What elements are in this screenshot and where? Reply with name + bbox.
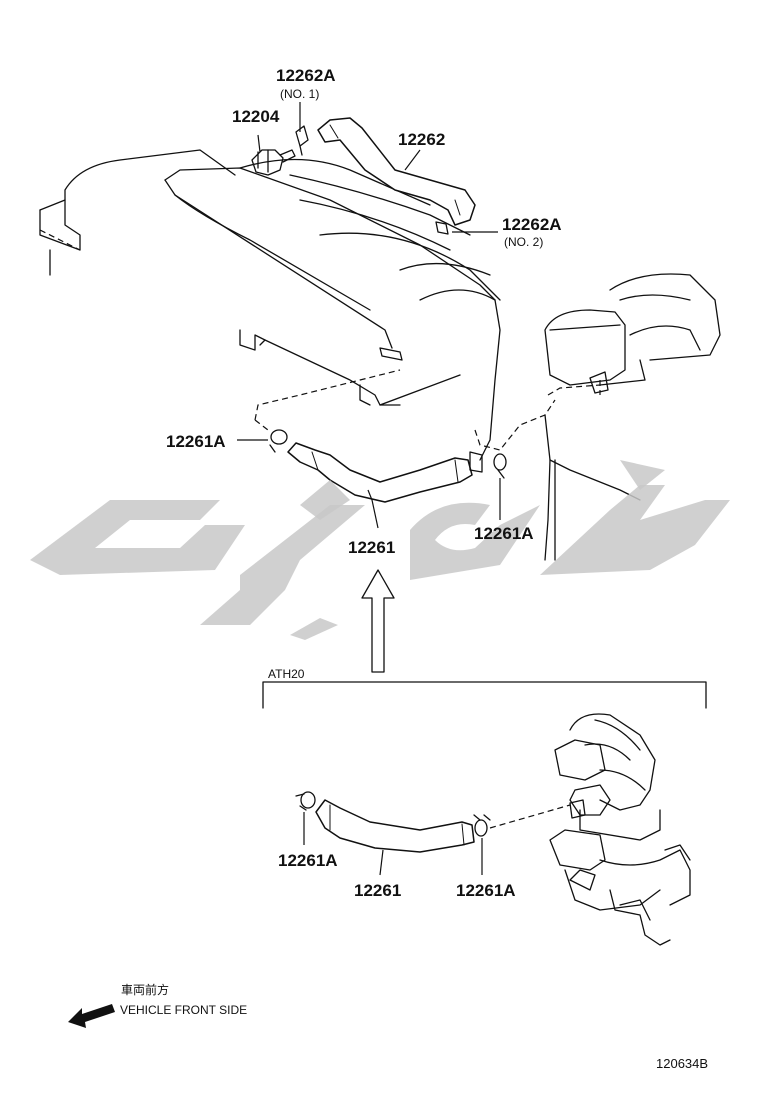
label-12261-upper: 12261 — [348, 538, 395, 557]
label-12262: 12262 — [398, 130, 445, 149]
pcv-valve-12204 — [251, 149, 296, 176]
leader-lines-upper — [237, 102, 501, 529]
hose-12262 — [317, 117, 476, 226]
watermark-logo — [30, 460, 730, 640]
label-12262A-no1: 12262A — [276, 66, 336, 85]
clamp-12261A-right — [493, 453, 507, 479]
vehicle-front-arrow-icon — [68, 1004, 115, 1028]
label-12261A-lower-left: 12261A — [278, 851, 338, 870]
label-12262A-no2-note: (NO. 2) — [504, 235, 543, 249]
variant-label: ATH20 — [268, 667, 305, 681]
direction-arrow — [361, 569, 395, 673]
figure-number: 120634B — [656, 1056, 708, 1071]
hose-12261-lower — [315, 799, 475, 853]
leader-lines-lower — [303, 812, 483, 876]
fitting-stub — [469, 451, 483, 473]
variant-bracket — [262, 681, 707, 709]
orientation-label-english: VEHICLE FRONT SIDE — [120, 1003, 247, 1017]
label-12261A-right: 12261A — [474, 524, 534, 543]
clamp-12261A-left — [269, 429, 288, 453]
clamp-12261A-lower-left — [295, 791, 316, 811]
label-12262A-no2: 12262A — [502, 215, 562, 234]
label-12262A-no1-note: (NO. 1) — [280, 87, 319, 101]
label-12204: 12204 — [232, 107, 280, 126]
clip-12262A-no1 — [295, 125, 309, 156]
clip-12262A-no2 — [435, 221, 449, 235]
label-12261A-left: 12261A — [166, 432, 226, 451]
hidden-connection-line — [489, 804, 571, 829]
orientation-label-japanese: 車両前方 — [121, 982, 169, 997]
label-12261A-lower-right: 12261A — [456, 881, 516, 900]
throttle-body-lower — [549, 713, 691, 946]
label-12261-lower: 12261 — [354, 881, 401, 900]
engine-outline — [39, 149, 601, 461]
clamp-12261A-lower-right — [473, 814, 491, 837]
